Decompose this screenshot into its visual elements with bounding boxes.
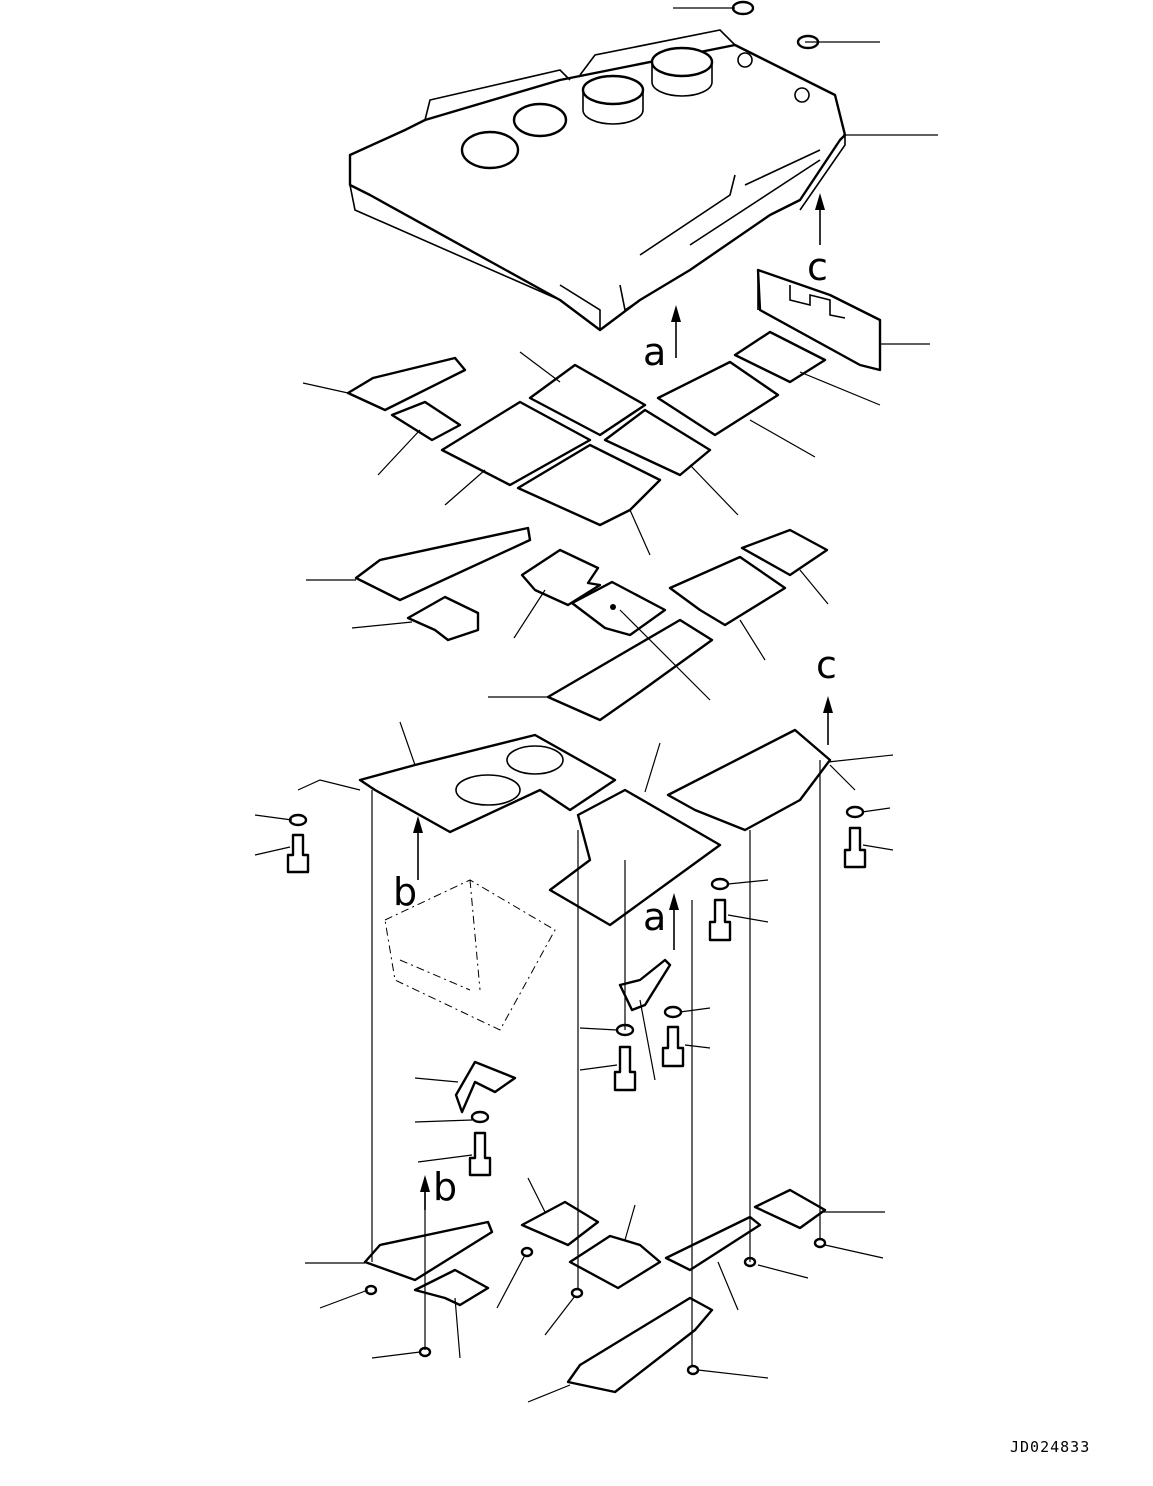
insulation-panels-upper bbox=[346, 330, 827, 527]
view-marker-b-upper: b bbox=[393, 870, 417, 914]
bolts-washers bbox=[286, 805, 867, 1177]
arrow-c-upper bbox=[815, 193, 825, 245]
leader-lines bbox=[254, 7, 938, 1403]
view-marker-c-lower: c bbox=[816, 643, 837, 687]
arrow-a-upper bbox=[671, 305, 681, 358]
floor-frame-assembly bbox=[348, 29, 847, 332]
bracket-left bbox=[454, 1060, 517, 1114]
arrow-c-lower bbox=[823, 696, 833, 745]
floor-plates bbox=[358, 728, 832, 927]
under-cover bbox=[384, 879, 556, 1031]
arrow-b-lower bbox=[420, 1175, 430, 1210]
arrow-b-upper bbox=[413, 816, 423, 880]
view-marker-c-upper: c bbox=[807, 245, 828, 289]
alignment-lines bbox=[297, 760, 856, 1367]
bracket-center bbox=[618, 958, 672, 1012]
view-marker-b-lower: b bbox=[433, 1165, 457, 1209]
arrow-a-lower bbox=[669, 893, 679, 950]
cap-plugs bbox=[731, 0, 820, 50]
view-marker-a-lower: a bbox=[643, 895, 666, 939]
view-marker-a-upper: a bbox=[643, 330, 666, 374]
insulation-panels-lower bbox=[354, 526, 829, 722]
bottom-mats bbox=[363, 1188, 827, 1394]
figure-code: JD024833 bbox=[1010, 1438, 1090, 1456]
foam-block bbox=[756, 268, 882, 372]
